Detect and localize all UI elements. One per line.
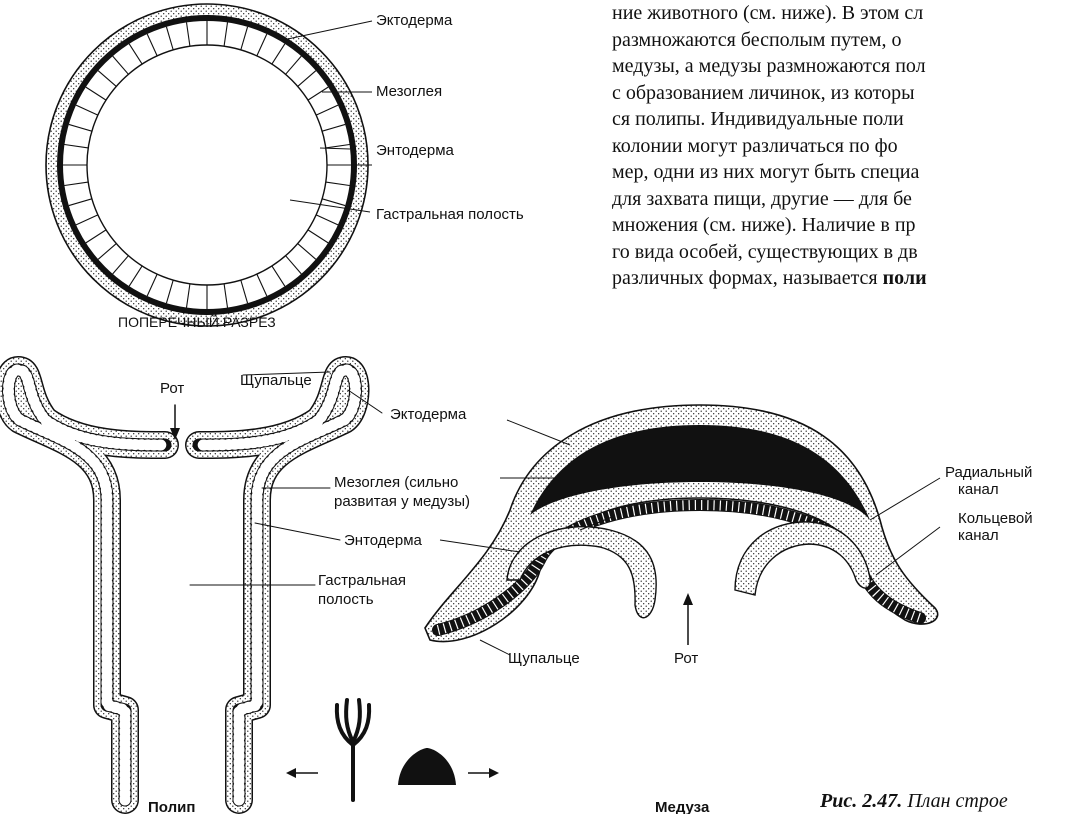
polyp-label-cavity-1: Гастральная (318, 572, 406, 589)
life-forms-icons (286, 700, 499, 800)
polyp-label-ectoderm: Эктодерма (390, 406, 467, 423)
polyp: Щупальце Рот Эктодерма Мезоглея (сильно … (8, 370, 469, 814)
medusa-label-radial-1: Радиальный (945, 464, 1032, 481)
polyp-label-mesoglea-2: развитая у медузы) (334, 493, 470, 510)
medusa-label-mouth: Рот (674, 650, 698, 667)
medusa-label-ring-2: канал (958, 527, 999, 544)
medusa-label-radial-2: канал (958, 481, 999, 498)
polyp-label-mesoglea-1: Мезоглея (сильно (334, 474, 458, 491)
medusa-label-tentacle: Щупальце (508, 650, 580, 667)
polyp-silhouette (337, 700, 369, 800)
figure-number: Рис. 2.47. (820, 790, 902, 812)
cs-caption: ПОПЕРЕЧНЫЙ РАЗРЕЗ (118, 313, 276, 330)
medusa-label-ring-1: Кольцевой (958, 510, 1033, 527)
medusa-title: Медуза (655, 799, 710, 814)
figure-caption-text: План строе (907, 790, 1008, 812)
polyp-label-endoderm: Энтодерма (344, 532, 423, 549)
polyp-label-mouth: Рот (160, 380, 184, 397)
medusa: Радиальный канал Кольцевой канал Щупальц… (425, 405, 1033, 814)
medusa-silhouette (398, 748, 456, 785)
polyp-label-tentacle: Щупальце (240, 372, 312, 389)
cross-section: Эктодерма Мезоглея Энтодерма Гастральная… (46, 4, 524, 330)
polyp-label-cavity-2: полость (318, 591, 374, 608)
cs-label-mesoglea: Мезоглея (376, 83, 442, 100)
polyp-title: Полип (148, 799, 195, 814)
figure-caption: Рис. 2.47. План строе (820, 790, 1008, 813)
cs-label-ectoderm: Эктодерма (376, 12, 453, 29)
cs-label-endoderm: Энтодерма (376, 142, 455, 159)
endoderm-ring (87, 45, 327, 285)
cs-label-cavity: Гастральная полость (376, 206, 524, 223)
